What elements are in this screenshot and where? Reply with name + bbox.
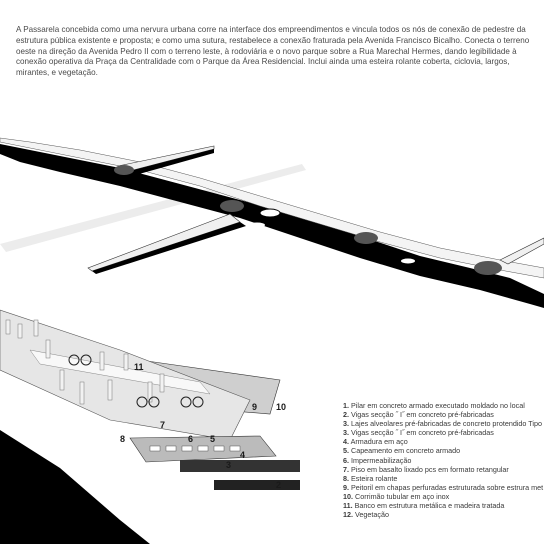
callout-number: 4	[240, 450, 245, 460]
slab-voids	[149, 445, 241, 452]
callout-number: 6	[188, 434, 193, 444]
intro-paragraph: A Passarela concebida como uma nervura u…	[16, 25, 530, 78]
legend-item: 3. Lajes alveolares pré-fabricadas de co…	[343, 419, 542, 429]
pier-shadow	[0, 430, 150, 544]
legend-item: 4. Armadura em aço	[343, 437, 408, 447]
legend-item: 11. Banco em estrutura metálica e madeir…	[343, 501, 505, 511]
callout-number: 10	[276, 402, 286, 412]
branch-lower-shadow	[92, 222, 246, 274]
callout-number: 9	[252, 402, 257, 412]
walkway-deck	[0, 137, 544, 279]
legend-item: 1. Pilar em concreto armado executado mo…	[343, 401, 525, 410]
callout-number: 5	[210, 434, 215, 444]
walkway-aerial-render	[0, 137, 544, 308]
branch-upper-shadow	[126, 149, 214, 176]
legend-item: 6. Impermeabilização	[343, 455, 412, 465]
legend-item: 7. Piso em basalto lixado pcs em formato…	[343, 464, 509, 474]
legend-item: 10. Corrimão tubular em aço inox	[343, 491, 450, 501]
bicycle	[68, 354, 204, 408]
walkway-shadow	[0, 144, 544, 308]
callout-number: 2	[276, 480, 281, 490]
legend-list: 1. Pilar em concreto armado executado mo…	[343, 401, 544, 519]
deck-section-detail: 11 9 10 7 6 5 8 4 3 2	[0, 309, 300, 544]
deck-opening	[249, 222, 265, 228]
deck-opening	[401, 258, 415, 264]
vegetation	[114, 165, 502, 275]
pedestrians	[5, 319, 165, 405]
i-beam	[180, 460, 300, 472]
legend-item: 3. Vigas secção ˝ I˝ em concreto pré-fab…	[343, 428, 494, 438]
avenue-stripe	[0, 164, 306, 252]
callout-number: 3	[226, 460, 231, 470]
legend-item: 5. Capeamento em concreto armado	[343, 446, 461, 456]
callout-number: 11	[134, 362, 144, 372]
legend-item: 8. Esteira rolante	[343, 473, 398, 483]
i-beam	[214, 480, 300, 490]
callout-number: 7	[160, 420, 165, 430]
legend-item: 2. Vigas secção ˝ I˝ em concreto pré-fab…	[343, 410, 494, 420]
branch-right	[499, 237, 544, 265]
deck-opening	[259, 208, 281, 218]
legend-item: 12. Vegetação	[343, 510, 389, 520]
escalator-strip	[29, 349, 211, 395]
legend-item: 9. Peitoril em chapas perfuradas estrutu…	[343, 482, 544, 492]
callout-number: 8	[120, 434, 125, 444]
